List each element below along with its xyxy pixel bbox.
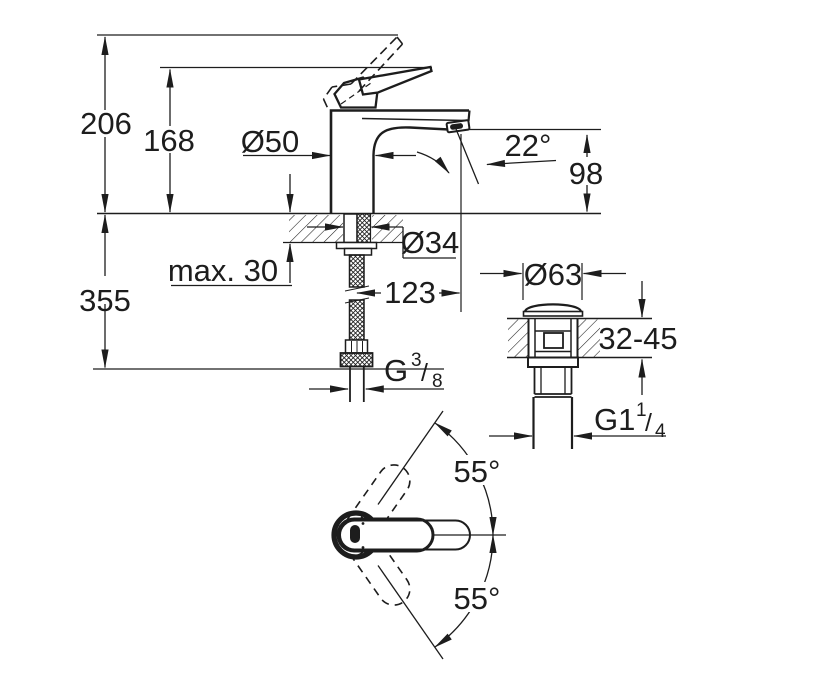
dim-spout-angle: 22° [505,128,552,163]
dim-hole-diameter: Ø34 [401,225,460,260]
dim-supply-thread: G 3 / 8 [384,350,443,392]
lever-swing-top-view: 55° 55° [331,410,508,660]
dim-swing-angle-up: 55° [454,454,501,489]
dim-max-counter-thickness: max. 30 [168,253,278,288]
counter-section [283,215,403,244]
lever-raised-position [322,36,404,112]
dim-waste-thread: G1 1 / 4 [594,400,666,442]
supply-hose [339,254,374,402]
lever-handle [333,65,433,109]
dim-spout-reach: 123 [384,275,436,310]
dim-lever-top-height: 168 [143,123,195,158]
drain-valve-view: Ø63 32-45 G1 1 / 4 [480,257,678,449]
side-view: 206 168 355 Ø50 22° 98 Ø34 max. 30 123 G… [79,34,607,402]
lever-top-outline [331,510,506,560]
drain-valve-body [507,303,652,449]
dim-below-counter-length: 355 [79,283,131,318]
lever-grip-mark [350,525,360,543]
dim-swing-angle-down: 55° [454,581,501,616]
dim-outlet-height: 98 [569,156,603,191]
faucet-body [329,109,471,214]
dim-body-diameter: Ø50 [241,124,300,159]
mounting-shank [335,213,378,256]
aerator [445,119,471,134]
dim-counter-thickness-range: 32-45 [598,321,677,356]
dim-cap-diameter: Ø63 [524,257,583,292]
dim-overall-height: 206 [80,106,132,141]
drain-view-dimensions [480,263,666,440]
